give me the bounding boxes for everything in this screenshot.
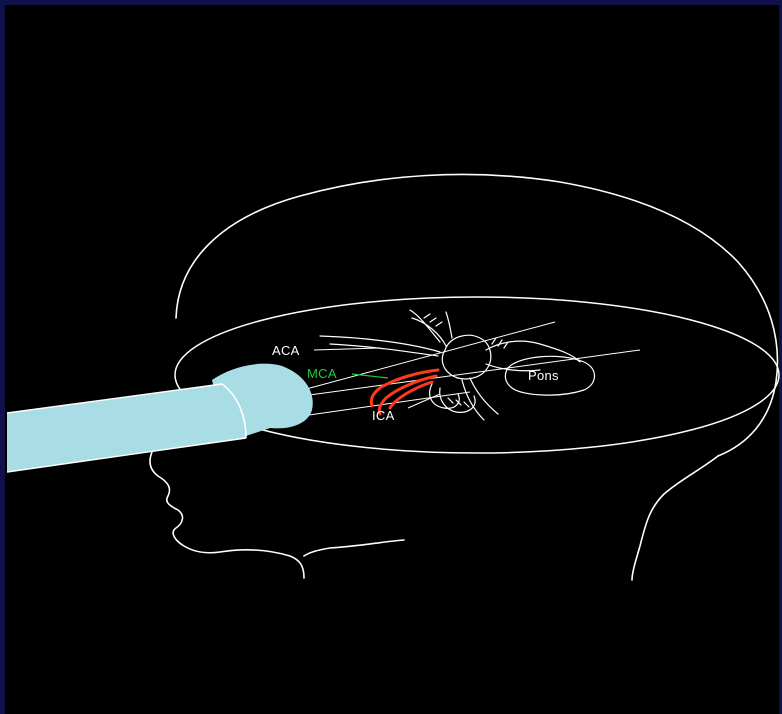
label-pons: Pons <box>528 368 559 383</box>
neck-back-outline <box>632 456 718 580</box>
aca-leader <box>314 348 380 350</box>
circle-of-willis <box>442 335 491 379</box>
aca-branch-left <box>320 336 440 356</box>
mca-leader <box>352 374 388 378</box>
ultrasound-probe-icon <box>7 364 313 472</box>
ica-leader <box>408 394 440 408</box>
chin-neck-outline <box>304 540 404 556</box>
mca-vessel-lower <box>390 382 432 408</box>
label-mca: MCA <box>307 366 337 381</box>
mca-vessel-upper <box>371 370 438 406</box>
label-aca: ACA <box>272 343 300 358</box>
vessel-network <box>320 310 595 420</box>
pca-branch <box>486 341 580 371</box>
label-ica: ICA <box>372 408 395 423</box>
face-profile-outline <box>150 452 304 578</box>
basilar-artery <box>462 378 498 420</box>
aca-branch-upper <box>410 310 452 346</box>
